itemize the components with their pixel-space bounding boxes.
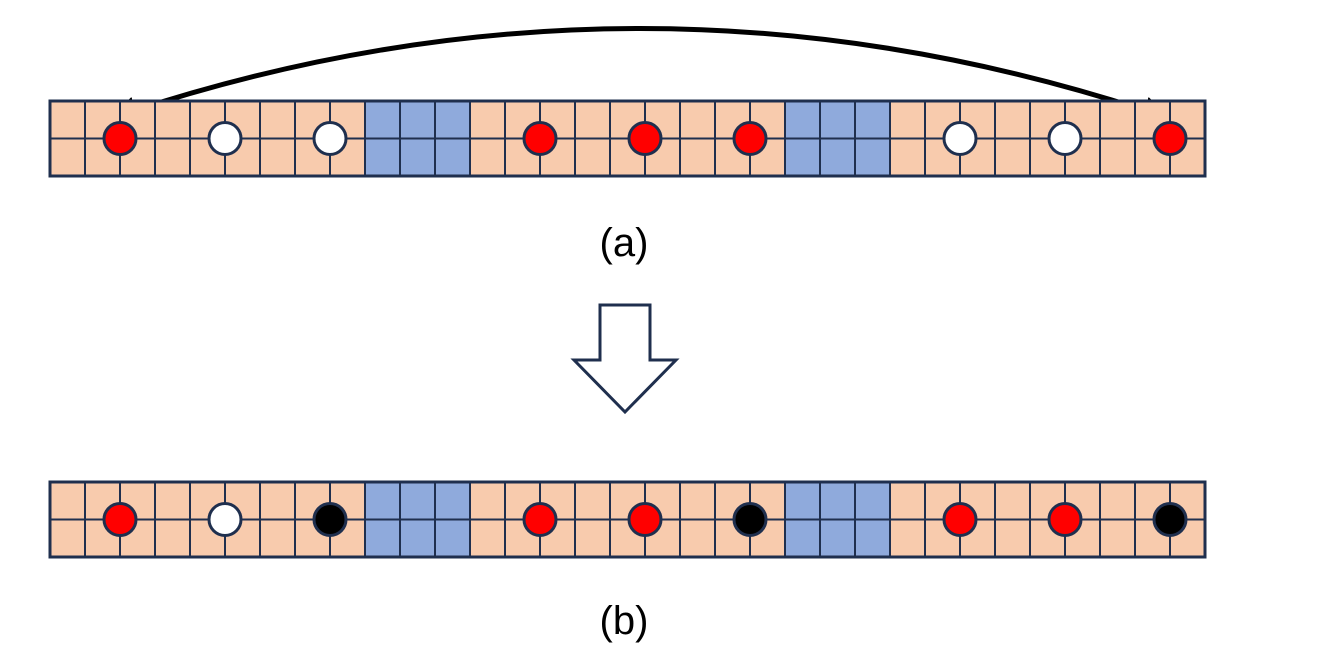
grid-cell xyxy=(994,518,1031,558)
white-dot xyxy=(207,121,243,156)
grid-cell xyxy=(679,518,716,558)
down-arrow-icon xyxy=(570,303,680,415)
grid-cell xyxy=(679,137,716,177)
grid-cell xyxy=(574,137,611,177)
strip-border xyxy=(48,99,1207,178)
red-dot xyxy=(942,502,978,537)
grid-cell xyxy=(819,100,856,140)
grid-cell xyxy=(434,137,471,177)
swap-arc-arrow xyxy=(109,26,1171,124)
grid-cell xyxy=(784,100,821,140)
white-dot xyxy=(1047,121,1083,156)
red-dot xyxy=(102,121,138,156)
grid-cell xyxy=(364,518,401,558)
grid-cell xyxy=(784,518,821,558)
grid-cell xyxy=(154,518,191,558)
caption-a: (a) xyxy=(600,221,649,265)
grid-cell xyxy=(1099,137,1136,177)
grid-cell xyxy=(889,518,926,558)
grid-cell xyxy=(259,481,296,521)
grid-cell xyxy=(679,100,716,140)
red-dot xyxy=(627,121,663,156)
grid-cell xyxy=(469,481,506,521)
grid-cell xyxy=(399,481,436,521)
grid-cell xyxy=(364,137,401,177)
grid-cell xyxy=(994,137,1031,177)
grid-cell xyxy=(434,481,471,521)
grid-cell xyxy=(854,518,891,558)
strip-b xyxy=(48,480,1207,559)
grid-cell xyxy=(399,137,436,177)
grid-cell xyxy=(994,481,1031,521)
grid-cell xyxy=(469,137,506,177)
grid-cell xyxy=(819,481,856,521)
red-dot xyxy=(522,121,558,156)
grid-cell xyxy=(259,137,296,177)
black-dot xyxy=(312,502,348,537)
grid-cell xyxy=(854,100,891,140)
grid-cell xyxy=(49,100,86,140)
grid-cell xyxy=(49,518,86,558)
black-dot xyxy=(1152,502,1188,537)
grid-cell xyxy=(854,481,891,521)
caption-b: (b) xyxy=(600,599,649,643)
grid-cell xyxy=(784,137,821,177)
grid-cell xyxy=(819,518,856,558)
grid-cell xyxy=(854,137,891,177)
strip-a xyxy=(48,99,1207,178)
grid-cell xyxy=(154,100,191,140)
grid-cell xyxy=(994,100,1031,140)
red-dot xyxy=(627,502,663,537)
black-dot xyxy=(732,502,768,537)
grid-cell xyxy=(1099,100,1136,140)
red-dot xyxy=(102,502,138,537)
grid-cell xyxy=(49,481,86,521)
grid-cell xyxy=(399,100,436,140)
white-dot xyxy=(312,121,348,156)
grid-cell xyxy=(434,518,471,558)
red-dot xyxy=(522,502,558,537)
grid-cell xyxy=(259,100,296,140)
grid-cell xyxy=(259,518,296,558)
grid-cell xyxy=(574,518,611,558)
grid-cell xyxy=(889,481,926,521)
red-dot xyxy=(732,121,768,156)
grid-cell xyxy=(154,481,191,521)
grid-cell xyxy=(469,100,506,140)
grid-cell xyxy=(364,100,401,140)
grid-cell xyxy=(364,481,401,521)
grid-cell xyxy=(819,137,856,177)
grid-cell xyxy=(1099,518,1136,558)
grid-cell xyxy=(154,137,191,177)
red-dot xyxy=(1152,121,1188,156)
grid-cell xyxy=(574,481,611,521)
white-dot xyxy=(207,502,243,537)
grid-cell xyxy=(1099,481,1136,521)
grid-cell xyxy=(679,481,716,521)
grid-cell xyxy=(889,137,926,177)
grid-cell xyxy=(574,100,611,140)
strip-border xyxy=(48,480,1207,559)
grid-cell xyxy=(49,137,86,177)
grid-cell xyxy=(469,518,506,558)
grid-cell xyxy=(784,481,821,521)
grid-cell xyxy=(399,518,436,558)
red-dot xyxy=(1047,502,1083,537)
grid-cell xyxy=(924,518,961,558)
grid-cell xyxy=(889,100,926,140)
white-dot xyxy=(942,121,978,156)
grid-cell xyxy=(434,100,471,140)
